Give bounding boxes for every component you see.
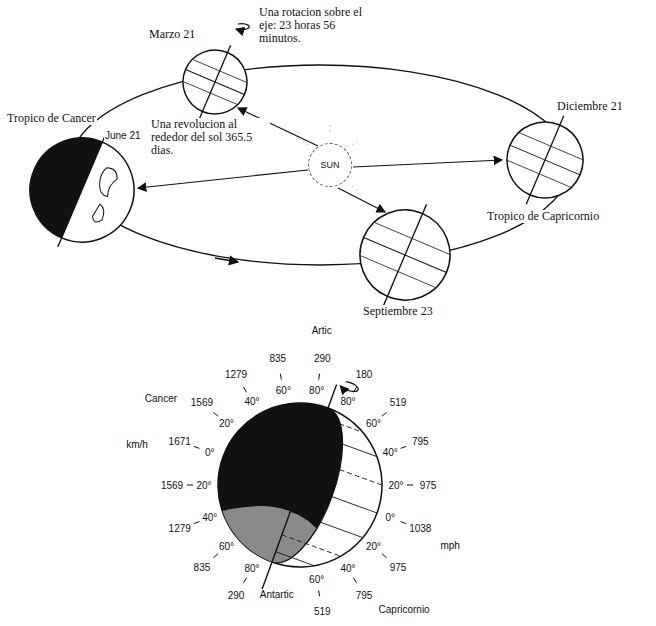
tick-line (194, 522, 200, 524)
rotation-arrow (236, 24, 249, 30)
date-label: Diciembre 21 (556, 100, 624, 113)
speed-value: 290 (313, 353, 332, 364)
sun-rays (302, 124, 358, 191)
unit-label: km/h (125, 439, 149, 450)
speed-value: 180 (355, 369, 374, 380)
tick-line (382, 554, 387, 558)
tick-line (354, 578, 357, 583)
speed-value: 1038 (408, 523, 432, 534)
latitude-label: 40° (339, 563, 356, 574)
speed-value: 1279 (224, 369, 248, 380)
latitude-label: 40° (382, 447, 399, 458)
latitude-label: 60° (365, 418, 382, 429)
tick-line (244, 578, 247, 583)
date-label: Septiembre 23 (362, 305, 434, 318)
tropic-label: Tropico de Capricornio (486, 210, 600, 223)
orbit (70, 65, 570, 265)
speed-value: 1671 (168, 436, 192, 447)
tick-line (244, 387, 247, 392)
tick-line (319, 374, 320, 380)
speed-ticks (187, 374, 413, 597)
latitude-label: 80° (243, 563, 260, 574)
globe-september (342, 187, 468, 323)
latitude-label: 60° (308, 574, 325, 585)
tick-line (401, 522, 407, 524)
speed-value: 1569 (190, 397, 214, 408)
globe-june (10, 113, 154, 268)
pole-label: Artic (311, 325, 333, 336)
speed-value: 795 (355, 590, 374, 601)
tick-line (213, 412, 218, 416)
tick-line (401, 446, 407, 448)
date-label: Marzo 21 (148, 28, 196, 41)
latitude-label: 20° (387, 480, 404, 491)
tick-line (407, 485, 413, 486)
latitude-label: 60° (275, 385, 292, 396)
latitude-label: 40° (201, 512, 218, 523)
globe-march (170, 33, 260, 132)
latitude-label: 0° (384, 512, 396, 523)
sun-arrows (138, 108, 502, 212)
note-text: Una revolucion al rededor del sol 365.5 … (150, 118, 270, 157)
date-label: June 21 (104, 130, 142, 141)
sun-label: SUN (320, 160, 339, 170)
speed-value: 290 (227, 590, 246, 601)
globe-december (491, 101, 598, 219)
speed-value: 975 (389, 562, 408, 573)
tick-line (280, 374, 281, 380)
latitude-label: 80° (339, 396, 356, 407)
speed-value: 795 (411, 436, 430, 447)
speed-value: 835 (193, 562, 212, 573)
latitude-label: 40° (243, 396, 260, 407)
latitude-label: 20° (365, 541, 382, 552)
sun-circle: SUN (308, 143, 352, 187)
latitude-label: 60° (218, 541, 235, 552)
circle-label: Capricornio (378, 604, 431, 615)
tick-line (187, 485, 193, 486)
tick-line (354, 387, 357, 392)
tick-line (319, 590, 320, 596)
latitude-label: 20° (195, 480, 212, 491)
globe-speeds (184, 350, 416, 619)
speed-value: 519 (313, 606, 332, 617)
speed-value: 519 (389, 397, 408, 408)
tick-line (213, 554, 218, 558)
orbit-arrow (215, 258, 238, 262)
speed-value: 1569 (160, 480, 184, 491)
circle-label: Cancer (144, 393, 178, 404)
tick-line (382, 412, 387, 416)
latitude-label: 80° (308, 385, 325, 396)
speed-value: 975 (419, 480, 438, 491)
latitude-label: 0° (204, 447, 216, 458)
latitude-label: 20° (218, 418, 235, 429)
note-text: Una rotacion sobre el eje: 23 horas 56 m… (258, 6, 372, 45)
speed-value: 835 (268, 353, 287, 364)
speed-value: 1279 (168, 523, 192, 534)
pole-label: Antartic (259, 589, 295, 600)
unit-label: mph (439, 540, 460, 551)
tick-line (194, 446, 200, 448)
tropic-label: Tropico de Cancer (6, 112, 97, 125)
